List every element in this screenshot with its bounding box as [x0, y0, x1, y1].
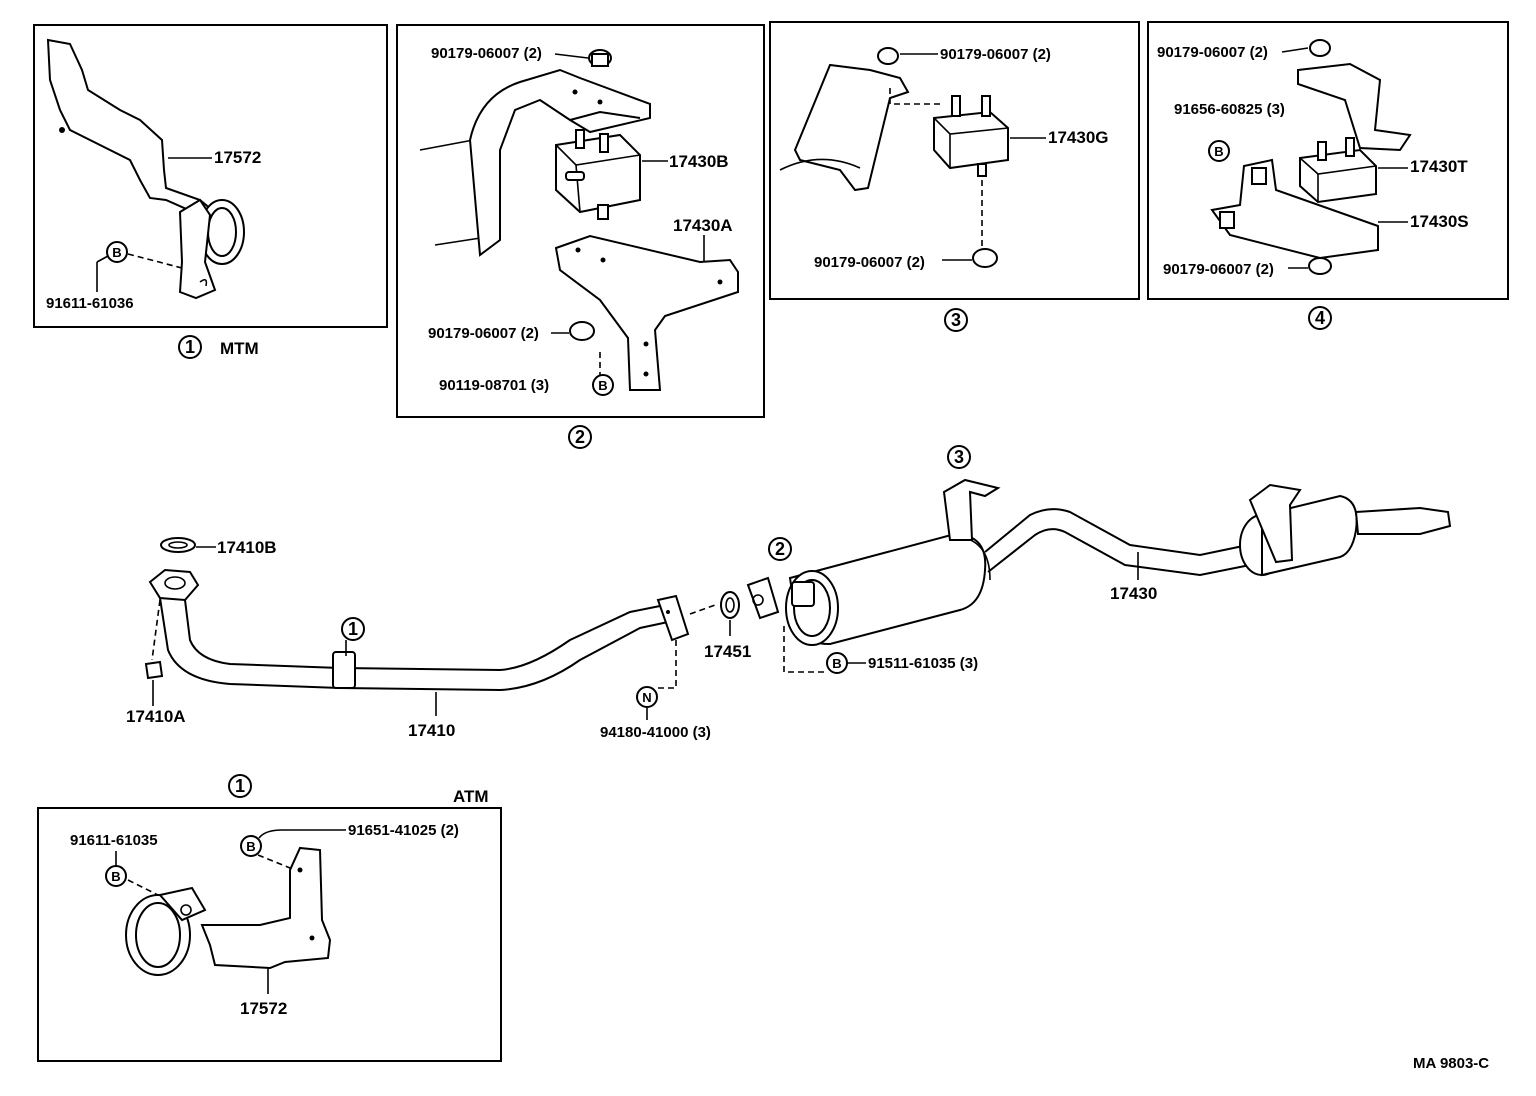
view-3-caption: 3 [944, 308, 968, 332]
view-1-atm-caption: 1 [228, 774, 252, 798]
fastener-b-marker: B [106, 241, 128, 263]
fastener-b-marker: B [105, 865, 127, 887]
fastener-b-marker: B [592, 374, 614, 396]
view-1-mtm-caption: 1 MTM [178, 335, 259, 359]
detail-box-4: 90179-06007 (2) 91656-60825 (3) B 17430T… [1147, 21, 1509, 300]
fastener-b-marker: B [240, 835, 262, 857]
svg-text:1: 1 [348, 619, 358, 639]
callout-17410A: 17410A [126, 707, 186, 726]
callout-17430S: 17430S [1410, 212, 1469, 231]
callout-90179-06007-top-4: 90179-06007 (2) [1157, 44, 1268, 61]
mount-assembly-3-drawing [779, 47, 1009, 268]
svg-text:1: 1 [185, 337, 195, 357]
fastener-b-marker: B [826, 652, 848, 674]
callout-17572-mtm: 17572 [214, 148, 261, 167]
view-2-ref-marker: 2 [768, 537, 792, 561]
callout-17410B: 17410B [217, 538, 277, 557]
bracket-17572-atm-drawing [125, 846, 332, 976]
view-3-ref-marker: 3 [947, 445, 971, 469]
fastener-b-marker: B [1208, 140, 1230, 162]
callout-91656-60825: 91656-60825 (3) [1174, 101, 1285, 118]
callout-17451: 17451 [704, 642, 751, 661]
callout-17410: 17410 [408, 721, 455, 740]
detail-box-3: 90179-06007 (2) 17430G 90179-06007 (2) [769, 21, 1140, 300]
callout-90179-06007-bot-4: 90179-06007 (2) [1163, 261, 1274, 278]
callout-17430G: 17430G [1048, 128, 1109, 147]
view-4-caption: 4 [1308, 306, 1332, 330]
svg-text:1: 1 [235, 776, 245, 796]
svg-text:B: B [111, 869, 120, 884]
callout-90179-06007-top-3: 90179-06007 (2) [940, 46, 1051, 63]
svg-text:B: B [246, 839, 255, 854]
callout-91611-61036: 91611-61036 [46, 295, 134, 312]
svg-text:2: 2 [775, 539, 785, 559]
detail-box-1-mtm: 17572 B 91611-61036 [33, 24, 388, 328]
callout-17572-atm: 17572 [240, 999, 287, 1018]
callout-91611-61035: 91611-61035 [70, 832, 158, 849]
bracket-17572-mtm-drawing [46, 38, 245, 300]
svg-text:3: 3 [954, 447, 964, 467]
svg-text:B: B [598, 378, 607, 393]
svg-text:2: 2 [575, 427, 585, 447]
callout-94180-41000: 94180-41000 (3) [600, 724, 711, 741]
callout-17430B: 17430B [669, 152, 729, 171]
caption-atm: ATM [453, 787, 489, 806]
svg-text:N: N [642, 690, 651, 705]
callout-91511-61035: 91511-61035 (3) [868, 655, 978, 672]
view-2-caption: 2 [568, 425, 592, 449]
tail-pipe-17430-drawing [746, 478, 1452, 646]
bolt-17410A-drawing [144, 660, 164, 680]
svg-text:B: B [832, 656, 841, 671]
svg-text:3: 3 [951, 310, 961, 330]
main-exhaust-assembly: 17410B 17410A 1 17410 N 94180-41000 (3) [126, 445, 1452, 741]
callout-90119-08701: 90119-08701 (3) [439, 377, 549, 394]
detail-box-1-atm: ATM 91611-61035 B B 91651-41025 (2) 1757… [37, 787, 502, 1062]
mount-assembly-4-drawing [1210, 39, 1412, 260]
drawing-code: MA 9803-C [1413, 1055, 1489, 1072]
fastener-n-marker: N [636, 686, 658, 708]
callout-90179-06007-bot-3: 90179-06007 (2) [814, 254, 925, 271]
callout-90179-06007-mid-2: 90179-06007 (2) [428, 325, 539, 342]
view-1-ref-marker: 1 [341, 617, 365, 641]
gasket-17451-drawing [720, 591, 740, 619]
callout-91651-41025: 91651-41025 (2) [348, 822, 459, 839]
svg-text:B: B [1214, 144, 1223, 159]
svg-text:4: 4 [1315, 308, 1325, 328]
callout-90179-06007-top-2: 90179-06007 (2) [431, 45, 542, 62]
callout-17430T: 17430T [1410, 157, 1468, 176]
gasket-17410B-drawing [160, 537, 196, 553]
callout-17430A: 17430A [673, 216, 733, 235]
svg-text:B: B [112, 245, 121, 260]
front-pipe-17410-drawing [148, 568, 690, 692]
caption-mtm: MTM [220, 339, 259, 358]
detail-box-2: 90179-06007 (2) 17430B 17430A 90179-0600… [396, 24, 765, 418]
callout-17430: 17430 [1110, 584, 1157, 603]
mount-assembly-2-drawing [419, 49, 739, 391]
